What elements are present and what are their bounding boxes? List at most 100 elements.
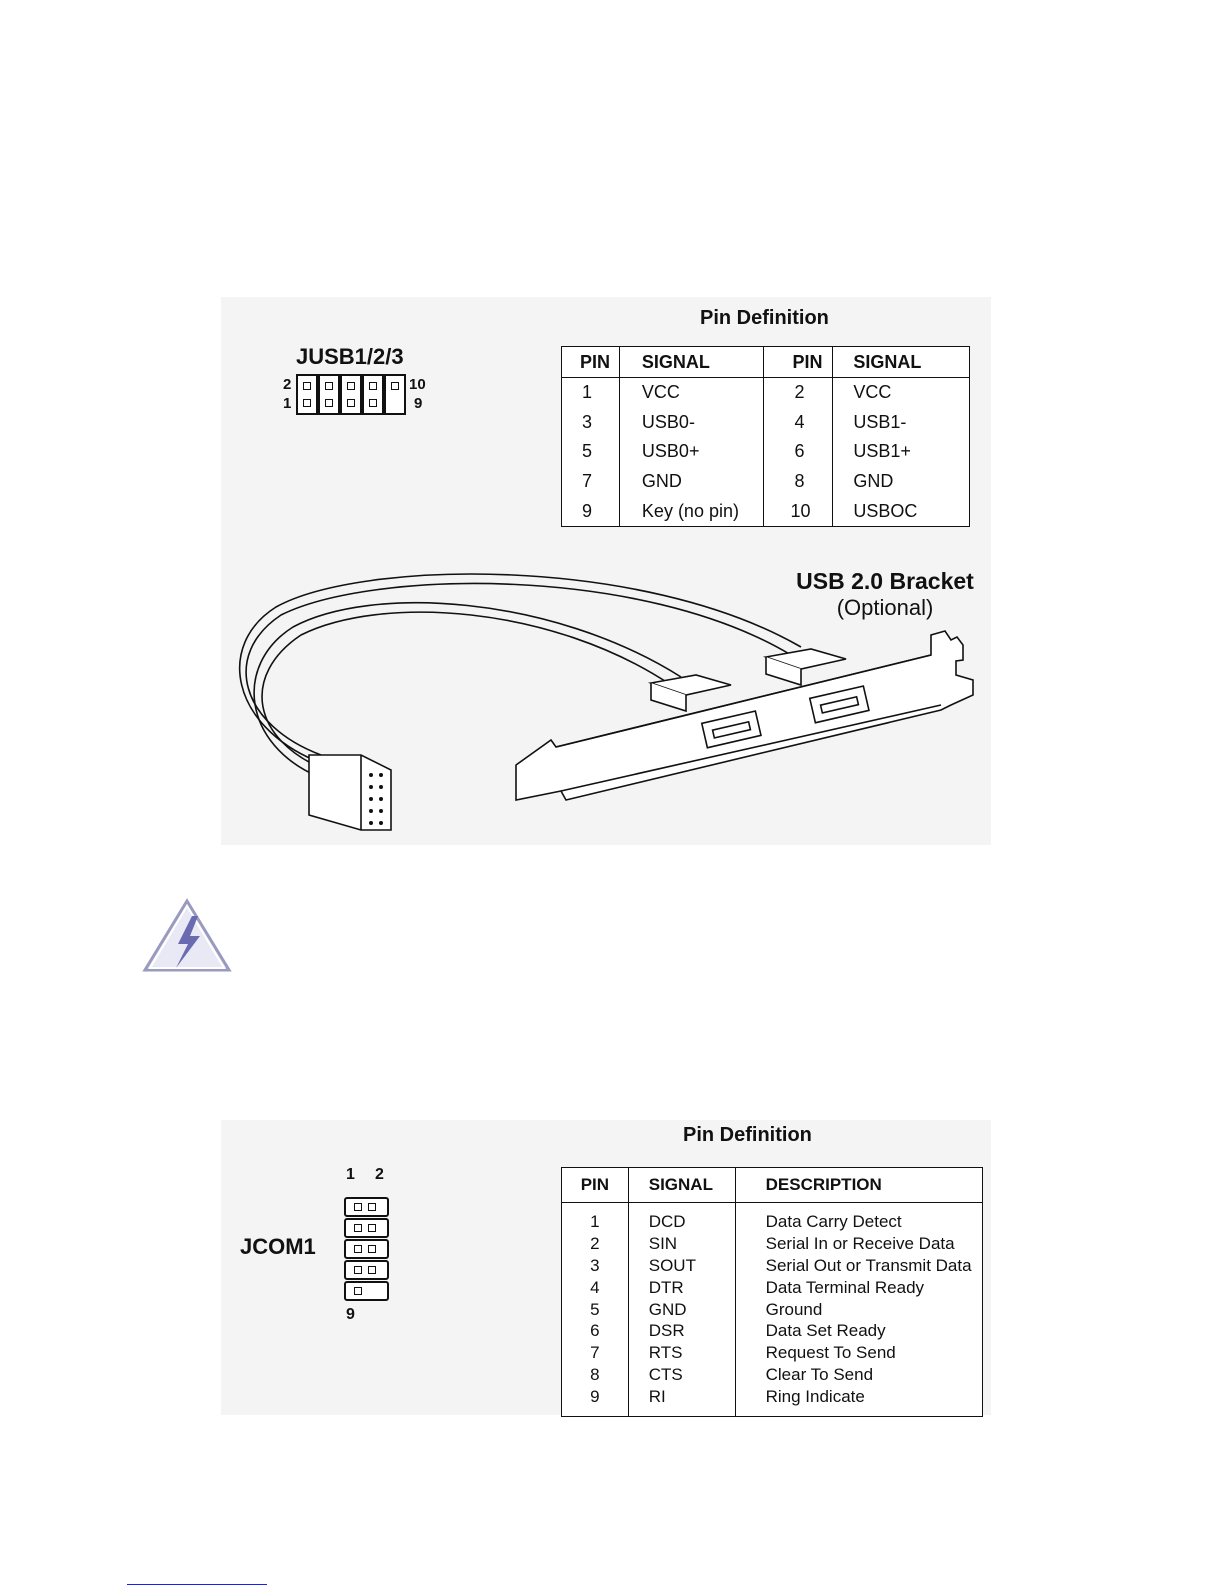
usb-pin: [347, 399, 355, 407]
description-cell: Data Set Ready: [734, 1320, 983, 1343]
description-cell: Request To Send: [734, 1342, 983, 1365]
table-header-row: PIN SIGNAL PIN SIGNAL: [561, 346, 970, 378]
usb-pin-label-9: 9: [414, 395, 423, 412]
column-header-pin: PIN: [561, 1167, 629, 1203]
description-cell: Ground: [734, 1298, 983, 1321]
usb-pin-label-10: 10: [409, 376, 426, 393]
com-pin-row-5: [344, 1281, 389, 1301]
pin-cell: 4: [561, 1276, 629, 1299]
com-pin-definition-title: Pin Definition: [683, 1124, 812, 1146]
description-cell: Data Terminal Ready: [734, 1276, 983, 1299]
com-pin: [368, 1224, 376, 1232]
table-row: 5 USB0+ 6 USB1+: [561, 437, 970, 467]
signal-cell: CTS: [627, 1364, 736, 1387]
com-pin-row-3: [344, 1239, 389, 1259]
pin-cell: 8: [763, 466, 833, 497]
usb-pin: [369, 399, 377, 407]
bracket-title: USB 2.0 Bracket: [796, 568, 974, 594]
usb-bracket-caption: USB 2.0 Bracket (Optional): [775, 568, 995, 621]
signal-cell: USB0-: [618, 407, 764, 438]
table-row: 3 USB0- 4 USB1-: [561, 407, 970, 438]
usb-connector-name: JUSB1/2/3: [296, 344, 404, 369]
usb-pin-pair-5: [384, 374, 406, 415]
bracket-subtitle: (Optional): [836, 595, 934, 620]
pin-cell: 10: [763, 496, 833, 527]
column-header-signal: SIGNAL: [618, 346, 764, 378]
column-header-signal: SIGNAL: [832, 346, 970, 378]
usb-pin: [303, 382, 311, 390]
pin-cell: 2: [763, 377, 833, 408]
description-cell: Serial In or Receive Data: [734, 1232, 983, 1255]
table-row: 9 Key (no pin) 10 USBOC: [561, 496, 970, 527]
pin-cell: 1: [561, 377, 620, 408]
signal-cell: GND: [832, 466, 970, 497]
pin-cell: 7: [561, 466, 620, 497]
com-pin: [354, 1287, 362, 1295]
com-pin: [354, 1224, 362, 1232]
signal-cell: VCC: [832, 377, 970, 408]
com-pin: [368, 1203, 376, 1211]
signal-cell: GND: [618, 466, 764, 497]
usb-pin-pair-2: [318, 374, 340, 415]
com-pin-row-4: [344, 1260, 389, 1280]
description-cell: Serial Out or Transmit Data: [734, 1254, 983, 1277]
signal-cell: USB0+: [618, 437, 764, 467]
usb-pin-label-2: 2: [283, 376, 292, 393]
com-pin: [354, 1266, 362, 1274]
column-header-pin: PIN: [561, 346, 620, 378]
signal-cell: DSR: [627, 1320, 736, 1343]
signal-cell: RTS: [627, 1342, 736, 1365]
table-row: 7 GND 8 GND: [561, 466, 970, 497]
com-pin-row-1: [344, 1197, 389, 1217]
usb-pin-pair-3: [340, 374, 362, 415]
signal-cell: USB1+: [832, 437, 970, 467]
signal-cell: SOUT: [627, 1254, 736, 1277]
pin-cell: 5: [561, 1298, 629, 1321]
pin-cell: 6: [561, 1320, 629, 1343]
signal-cell: DCD: [627, 1202, 736, 1233]
signal-cell: VCC: [618, 377, 764, 408]
table-header-row: PIN SIGNAL DESCRIPTION: [561, 1167, 983, 1203]
signal-cell: SIN: [627, 1232, 736, 1255]
usb-pin-pair-4: [362, 374, 384, 415]
usb-pin-label-1: 1: [283, 395, 292, 412]
description-cell: Ring Indicate: [734, 1386, 983, 1417]
signal-cell: RI: [627, 1386, 736, 1417]
com-pin-label-9: 9: [346, 1306, 355, 1323]
signal-cell: DTR: [627, 1276, 736, 1299]
usb-pin-table: PIN SIGNAL PIN SIGNAL 1 VCC 2 VCC 3 USB0…: [561, 346, 970, 527]
pin-cell: 3: [561, 407, 620, 438]
usb-pin: [347, 382, 355, 390]
signal-cell: GND: [627, 1298, 736, 1321]
usb-pin: [303, 399, 311, 407]
usb-pin: [391, 382, 399, 390]
com-pin: [354, 1203, 362, 1211]
com-pin-label-2: 2: [375, 1166, 384, 1183]
warning-triangle-lightning-icon: [142, 898, 232, 972]
pin-cell: 4: [763, 407, 833, 438]
usb-pin: [325, 399, 333, 407]
description-cell: Clear To Send: [734, 1364, 983, 1387]
pin-cell: 8: [561, 1364, 629, 1387]
pin-cell: 2: [561, 1232, 629, 1255]
table-row: 1 VCC 2 VCC: [561, 377, 970, 408]
signal-cell: Key (no pin): [618, 496, 764, 527]
com-pin: [354, 1245, 362, 1253]
column-header-description: DESCRIPTION: [734, 1167, 983, 1203]
pin-cell: 1: [561, 1202, 629, 1233]
usb-bracket-illustration: [239, 573, 974, 831]
usb-pin-pair-1: [296, 374, 318, 415]
com-pin: [368, 1266, 376, 1274]
com-pin-row-2: [344, 1218, 389, 1238]
signal-cell: USB1-: [832, 407, 970, 438]
